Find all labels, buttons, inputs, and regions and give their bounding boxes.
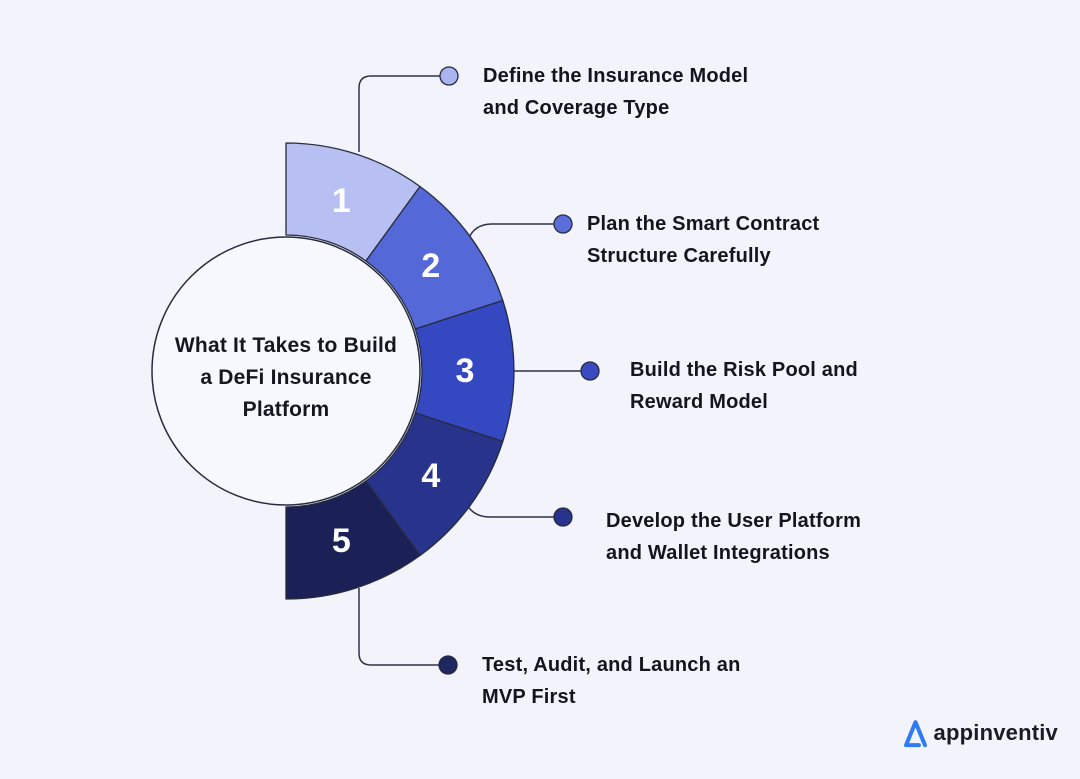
step-label-4: Develop the User Platform and Wallet Int…: [606, 505, 861, 569]
segment-number-5: 5: [332, 522, 351, 560]
connector-4: [465, 502, 554, 518]
step-label-1-line-2: and Coverage Type: [483, 97, 670, 119]
center-title-line: a DeFi Insurance: [200, 366, 372, 389]
center-title: What It Takes to Build a DeFi Insurance …: [166, 330, 406, 426]
segment-number-4: 4: [421, 457, 440, 495]
segment-numbers: 1 2 3 4 5: [332, 182, 475, 560]
connector-1: [358, 75, 440, 152]
step-label-2: Plan the Smart Contract Structure Carefu…: [587, 208, 819, 272]
step-label-5: Test, Audit, and Launch an MVP First: [482, 649, 741, 713]
bullet-1: [439, 66, 459, 86]
center-circle: [151, 236, 421, 506]
step-label-5-line-1: Test, Audit, and Launch an: [482, 654, 741, 676]
connector-bullets: [438, 66, 600, 675]
bullet-2: [553, 214, 573, 234]
step-label-4-line-1: Develop the User Platform: [606, 510, 862, 532]
segment-number-2: 2: [421, 247, 440, 285]
bullet-4: [553, 507, 573, 527]
connector-5: [358, 588, 439, 666]
segment-number-3: 3: [456, 352, 475, 390]
logo-text: appinventiv: [933, 720, 1058, 745]
donut-segments: [285, 142, 515, 600]
step-label-3: Build the Risk Pool and Reward Model: [630, 354, 858, 418]
logo: appinventiv: [902, 717, 1058, 749]
center-title-line: Platform: [242, 398, 330, 421]
step-label-4-line-2: and Wallet Integrations: [606, 542, 830, 564]
step-label-3-line-1: Build the Risk Pool and: [630, 359, 858, 381]
step-label-2-line-1: Plan the Smart Contract: [587, 213, 820, 235]
step-label-1: Define the Insurance Model and Coverage …: [483, 60, 748, 124]
center-title-line: What It Takes to Build: [174, 334, 398, 357]
bullet-3: [580, 361, 600, 381]
bullet-5: [438, 655, 458, 675]
step-label-2-line-2: Structure Carefully: [587, 245, 771, 267]
step-label-3-line-2: Reward Model: [630, 391, 768, 413]
step-label-5-line-2: MVP First: [482, 686, 576, 708]
step-label-1-line-1: Define the Insurance Model: [483, 65, 749, 87]
segment-number-1: 1: [332, 182, 351, 220]
appinventiv-logo-icon: [903, 720, 927, 748]
segment-5: [285, 480, 421, 600]
connector-2: [467, 223, 554, 241]
